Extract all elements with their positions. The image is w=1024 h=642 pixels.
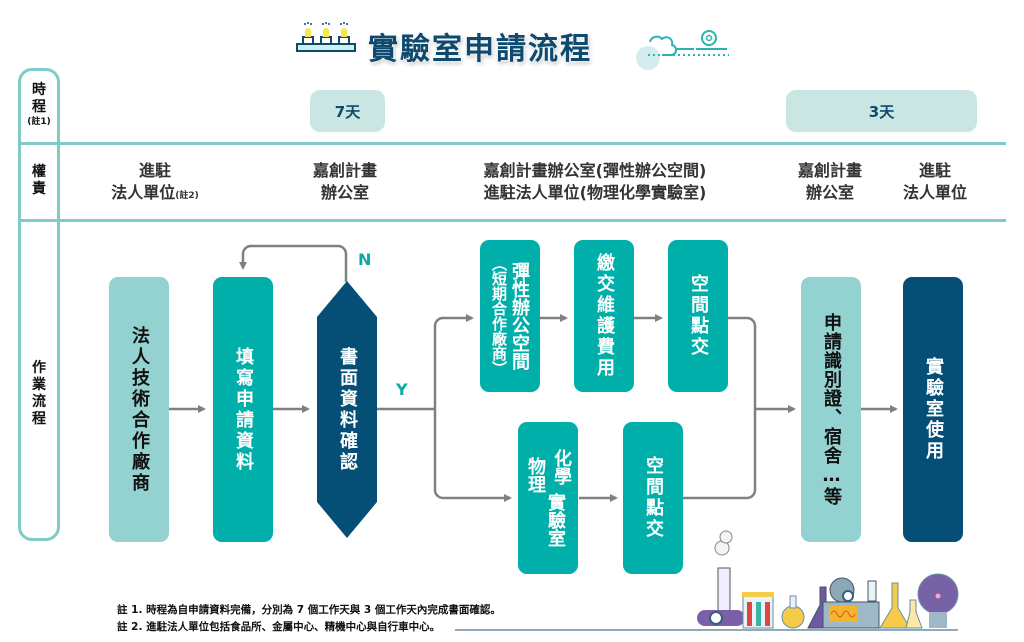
row-header-text: 業 [32, 377, 46, 393]
step-label: 填寫申請資料 [233, 346, 254, 473]
row-header-text: 責 [32, 181, 46, 197]
role-text: 辦公室 [805, 183, 854, 202]
role-text: 進駐 [918, 161, 951, 180]
role-text: 嘉創計畫辦公室(彈性辦公空間) [483, 161, 707, 180]
decision-yes-label: Y [396, 380, 408, 399]
row-header-column [18, 68, 60, 541]
step-label: 法人技術合作廠商 [129, 325, 150, 494]
role-text: 進駐法人單位(物理化學實驗室) [483, 183, 707, 202]
row-header-text: 程 [32, 411, 46, 427]
step-label: 繳交維護費用 [594, 253, 615, 379]
step-document-review-decision[interactable]: 書面資料確認 [317, 281, 377, 538]
step-label: 彈性辦公空間 [509, 262, 530, 370]
step-label: 實驗室使用 [923, 357, 944, 462]
role-text: 嘉創計畫 [797, 161, 862, 180]
row-header-text: 作 [32, 360, 46, 376]
row-header-schedule: 時 程 (註1) [18, 82, 60, 128]
responsibility-legal-unit: 進駐 法人單位(註2) [80, 160, 230, 207]
step-fill-application[interactable]: 填寫申請資料 [213, 277, 273, 542]
role-text: 進駐 [138, 161, 171, 180]
row-divider [60, 142, 1006, 145]
row-divider [18, 142, 63, 145]
step-physics-chemistry-lab[interactable]: 化學 物理 實驗室 [518, 422, 578, 574]
arrow-branch-down [433, 409, 512, 502]
cloud-gear-icon [636, 30, 729, 70]
row-header-text: 時 [32, 82, 46, 98]
schedule-pill-7-days: 7天 [310, 90, 385, 132]
responsibility-office-2: 嘉創計畫 辦公室 [775, 160, 885, 204]
footnotes: 註 1. 時程為自申請資料完備，分別為 7 個工作天與 3 個工作天內完成書面確… [117, 602, 501, 636]
step-label: 空間點交 [688, 274, 709, 358]
title-bar: 實驗室申請流程 [0, 10, 1024, 70]
role-text: 辦公室 [320, 183, 369, 202]
row-header-responsibility: 權 責 [18, 164, 60, 198]
footnote: 註 2. 進駐法人單位包括食品所、金屬中心、精機中心與自行車中心。 [117, 621, 441, 633]
step-label: 空間點交 [643, 456, 664, 540]
step-space-handover-b[interactable]: 空間點交 [623, 422, 683, 574]
step-flexible-office-space[interactable]: （短期合作廠商） 彈性辦公空間 [480, 240, 540, 392]
arrow-branch-up [433, 314, 474, 409]
responsibility-office: 嘉創計畫 辦公室 [290, 160, 400, 204]
note-ref: (註1) [27, 117, 51, 127]
row-divider [60, 219, 1006, 222]
page-title: 實驗室申請流程 [368, 32, 592, 67]
row-header-process: 作 業 流 程 [18, 360, 60, 428]
note-ref: (註2) [175, 191, 199, 201]
step-label: 化學 [551, 449, 572, 485]
row-divider [18, 219, 63, 222]
role-text: 嘉創計畫 [312, 161, 377, 180]
role-text: 法人單位 [111, 183, 176, 202]
step-label: 實驗室 [545, 493, 566, 547]
responsibility-office-and-legal-unit: 嘉創計畫辦公室(彈性辦公空間) 進駐法人單位(物理化學實驗室) [440, 160, 750, 204]
step-label: 書面資料確認 [337, 346, 358, 473]
row-header-text: 流 [32, 394, 46, 410]
step-label: 物理 [525, 457, 546, 493]
role-text: 法人單位 [902, 183, 967, 202]
decision-no-label: N [358, 250, 372, 269]
schedule-pill-3-days: 3天 [786, 90, 977, 132]
step-partner-vendor[interactable]: 法人技術合作廠商 [109, 277, 169, 542]
step-sublabel: （短期合作廠商） [490, 256, 508, 376]
responsibility-legal-unit-2: 進駐 法人單位 [885, 160, 985, 204]
step-lab-usage[interactable]: 實驗室使用 [903, 277, 963, 542]
step-apply-id-dormitory[interactable]: 申請識別證、宿舍…等 [801, 277, 861, 542]
footnote: 註 1. 時程為自申請資料完備，分別為 7 個工作天與 3 個工作天內完成書面確… [117, 604, 501, 616]
step-label: 申請識別證、宿舍…等 [821, 313, 842, 506]
arrow-no-loop [239, 244, 348, 282]
lab-burners-icon [296, 22, 356, 52]
step-space-handover-a[interactable]: 空間點交 [668, 240, 728, 392]
step-pay-maintenance-fee[interactable]: 繳交維護費用 [574, 240, 634, 392]
row-header-text: 權 [32, 164, 46, 180]
row-header-text: 程 [32, 99, 46, 115]
